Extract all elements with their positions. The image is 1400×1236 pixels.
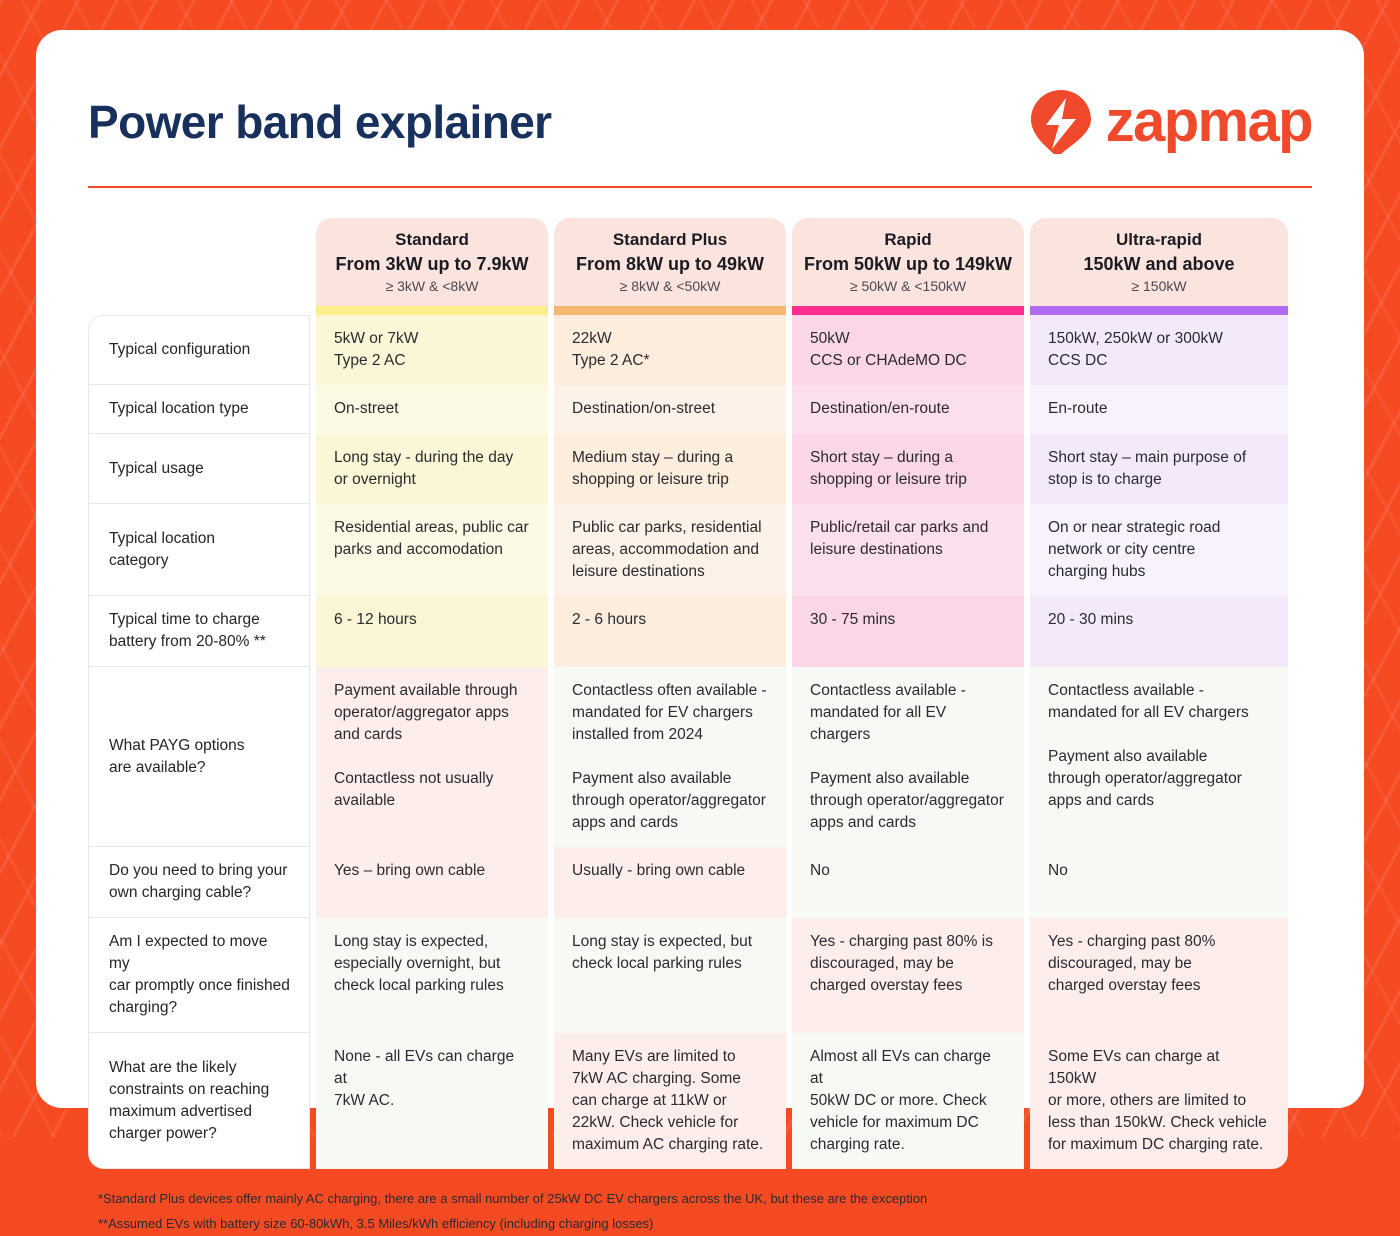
- data-cell: Some EVs can charge at 150kW or more, ot…: [1030, 1033, 1288, 1169]
- page-title: Power band explainer: [88, 96, 552, 148]
- data-cell: 22kW Type 2 AC*: [554, 315, 786, 385]
- data-cell: 30 - 75 mins: [792, 596, 1024, 667]
- column-header-math: ≥ 8kW & <50kW: [619, 278, 721, 294]
- data-cell: Yes - charging past 80% discouraged, may…: [1030, 918, 1288, 1033]
- column-header-range: From 50kW up to 149kW: [803, 254, 1013, 274]
- data-cell: Many EVs are limited to 7kW AC charging.…: [554, 1033, 786, 1169]
- data-cell: Short stay – during a shopping or leisur…: [792, 434, 1024, 504]
- row-label: What are the likely constraints on reach…: [88, 1033, 310, 1169]
- data-cell: Long stay is expected, but check local p…: [554, 918, 786, 1033]
- data-cell: Yes - charging past 80% is discouraged, …: [792, 918, 1024, 1033]
- column-header-math: ≥ 3kW & <8kW: [385, 278, 479, 294]
- data-cell: Yes – bring own cable: [316, 847, 548, 918]
- data-cell: On-street: [316, 385, 548, 434]
- data-cell: Medium stay – during a shopping or leisu…: [554, 434, 786, 504]
- data-cell: 50kW CCS or CHAdeMO DC: [792, 315, 1024, 385]
- data-cell: 2 - 6 hours: [554, 596, 786, 667]
- column-accent-bar: [316, 306, 548, 315]
- row-label: Typical location category: [88, 504, 310, 596]
- column-accent-bar: [1030, 306, 1288, 315]
- data-cell: On or near strategic road network or cit…: [1030, 504, 1288, 596]
- data-cell: Usually - bring own cable: [554, 847, 786, 918]
- column-header-range: From 8kW up to 49kW: [575, 254, 764, 274]
- zapmap-pin-bolt-icon: [1030, 90, 1091, 154]
- footnote-1: *Standard Plus devices offer mainly AC c…: [98, 1191, 928, 1206]
- row-label: Do you need to bring your own charging c…: [88, 847, 310, 918]
- data-cell: Public car parks, residential areas, acc…: [554, 504, 786, 596]
- zapmap-logo: zapmap: [1030, 89, 1314, 155]
- column-header-card: Ultra-rapid 150kW and above ≥ 150kW: [1030, 218, 1288, 306]
- footnotes: *Standard Plus devices offer mainly AC c…: [88, 1187, 1312, 1236]
- row-label: Typical location type: [88, 385, 310, 434]
- header-divider: [88, 186, 1312, 188]
- data-cell: 5kW or 7kW Type 2 AC: [316, 315, 548, 385]
- row-label: Typical time to charge battery from 20-8…: [88, 596, 310, 667]
- data-cell: No: [792, 847, 1024, 918]
- column-header-name: Standard: [395, 230, 469, 249]
- data-cell: Residential areas, public car parks and …: [316, 504, 548, 596]
- column-header-name: Standard Plus: [612, 230, 728, 249]
- footnote-2: **Assumed EVs with battery size 60-80kWh…: [98, 1215, 654, 1231]
- data-cell: Contactless often available - mandated f…: [554, 667, 786, 847]
- data-cell: No: [1030, 847, 1288, 918]
- zapmap-wordmark: zapmap: [1105, 89, 1314, 154]
- data-cell: 20 - 30 mins: [1030, 596, 1288, 667]
- column-header-range: From 3kW up to 7.9kW: [335, 254, 529, 274]
- column-header-name: Rapid: [884, 230, 932, 249]
- column-header-name: Ultra-rapid: [1116, 230, 1202, 249]
- data-cell: En-route: [1030, 385, 1288, 434]
- column-accent-bar: [554, 306, 786, 315]
- data-cell: Contactless available - mandated for all…: [792, 667, 1024, 847]
- row-label: Typical configuration: [88, 315, 310, 385]
- data-cell: None - all EVs can charge at 7kW AC.: [316, 1033, 548, 1169]
- data-cell: Short stay – main purpose of stop is to …: [1030, 434, 1288, 504]
- data-cell: Payment available through operator/aggre…: [316, 667, 548, 847]
- data-cell: Almost all EVs can charge at 50kW DC or …: [792, 1033, 1024, 1169]
- data-cell: Public/retail car parks and leisure dest…: [792, 504, 1024, 596]
- column-header-range: 150kW and above: [1083, 254, 1235, 274]
- data-cell: Destination/on-street: [554, 385, 786, 434]
- label-column-header: [88, 218, 310, 315]
- data-cell: 6 - 12 hours: [316, 596, 548, 667]
- data-cell: 150kW, 250kW or 300kW CCS DC: [1030, 315, 1288, 385]
- data-cell: Long stay - during the day or overnight: [316, 434, 548, 504]
- row-label: Am I expected to move my car promptly on…: [88, 918, 310, 1033]
- data-cell: Long stay is expected, especially overni…: [316, 918, 548, 1033]
- column-header-math: ≥ 150kW: [1131, 278, 1187, 294]
- column-accent-bar: [792, 306, 1024, 315]
- row-label: Typical usage: [88, 434, 310, 504]
- header: Power band explainer zapmap: [88, 76, 1314, 168]
- column-header-math: ≥ 50kW & <150kW: [849, 278, 967, 294]
- data-cell: Contactless available - mandated for all…: [1030, 667, 1288, 847]
- data-cell: Destination/en-route: [792, 385, 1024, 434]
- row-label: What PAYG options are available?: [88, 667, 310, 847]
- column-header-4: Ultra-rapid 150kW and above ≥ 150kW: [1030, 218, 1288, 315]
